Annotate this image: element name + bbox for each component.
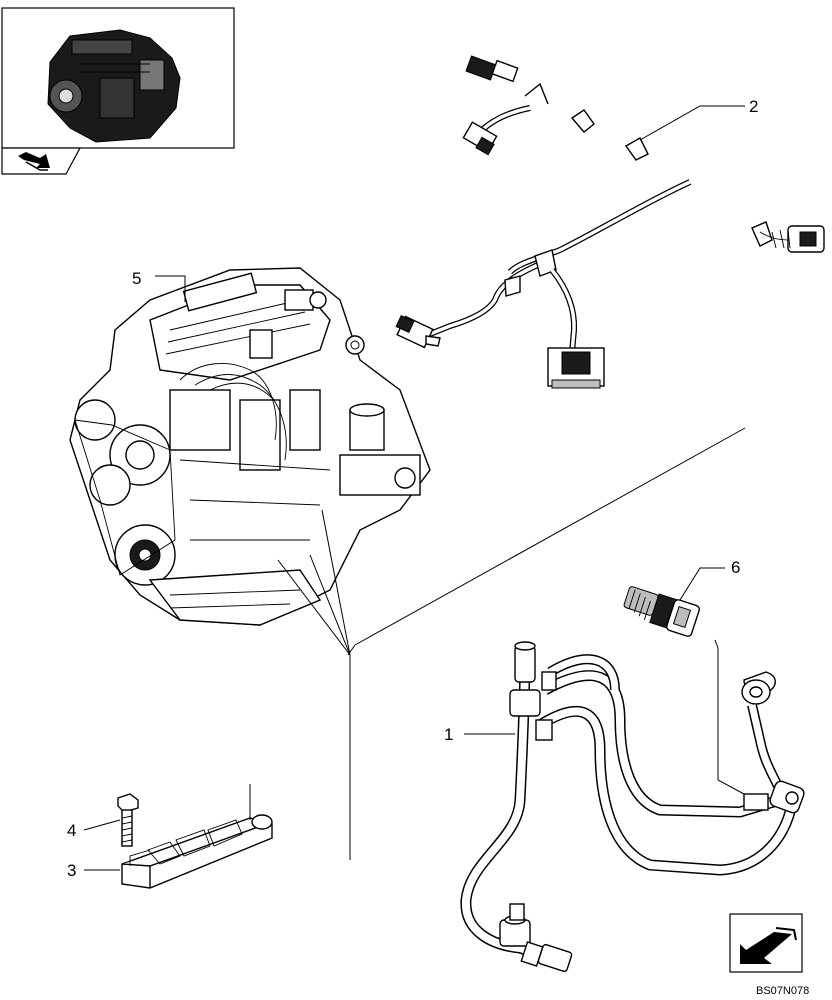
figure-code: BS07N078 xyxy=(756,985,809,997)
fluid-tube xyxy=(460,641,805,973)
engine-thumbnail-icon[interactable] xyxy=(1,7,235,149)
bolt-part xyxy=(117,793,139,847)
back-arrow-icon[interactable] xyxy=(1,147,82,175)
bracket-part xyxy=(121,814,273,889)
callout-1: 1 xyxy=(444,725,453,744)
callout-4: 4 xyxy=(67,821,76,840)
callout-3: 3 xyxy=(67,861,76,880)
leader-lines xyxy=(83,105,746,871)
pressure-sender xyxy=(623,586,700,637)
wiring-harness xyxy=(395,55,825,389)
callout-2: 2 xyxy=(749,97,758,116)
callout-6: 6 xyxy=(731,558,740,577)
engine-assembly xyxy=(69,267,431,626)
next-page-arrow-icon[interactable] xyxy=(729,913,803,973)
callout-5: 5 xyxy=(132,269,141,288)
